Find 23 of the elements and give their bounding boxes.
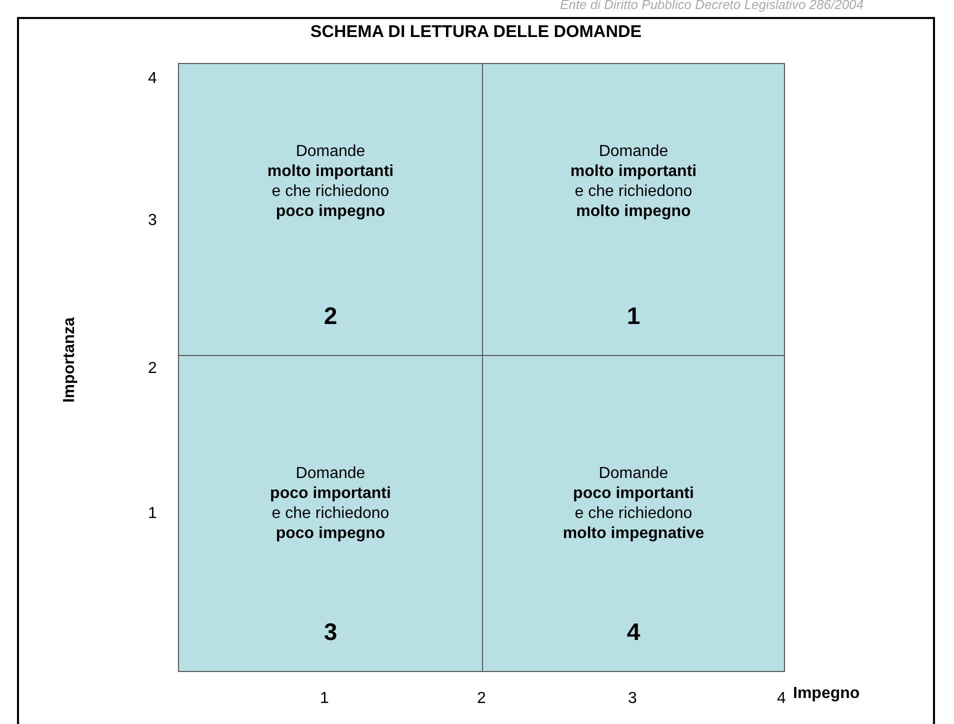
- quadrant-box: [482, 355, 785, 672]
- tick-label: 4: [777, 690, 786, 708]
- tick-label: 3: [628, 690, 637, 708]
- quadrant-number: 4: [626, 619, 640, 647]
- quadrant-box: [178, 63, 483, 356]
- axis-title: Impegno: [793, 685, 860, 703]
- quadrant-box: [482, 63, 785, 356]
- quadrant-number: 2: [324, 303, 338, 331]
- quadrant-description: Domande molto importanti e che richiedono poco impegno: [267, 142, 394, 222]
- axis-title: Importanza: [61, 317, 79, 403]
- quadrant-number: 1: [626, 303, 640, 331]
- tick-label: 1: [148, 505, 157, 523]
- diagram-title: SCHEMA DI LETTURA DELLE DOMANDE: [309, 22, 643, 42]
- quadrant-description: Domande poco importanti e che richiedono molto impegnative: [562, 464, 704, 544]
- quadrant-description: Domande poco importanti e che richiedono poco impegno: [270, 464, 391, 544]
- tick-label: 2: [477, 690, 486, 708]
- quadrant-box: [178, 355, 483, 672]
- tick-label: 1: [320, 690, 329, 708]
- quadrant-number: 3: [324, 619, 338, 647]
- tick-label: 2: [148, 360, 157, 378]
- tick-label: 4: [148, 70, 157, 88]
- quadrant-description: Domande molto importanti e che richiedono molto impegno: [570, 142, 697, 222]
- tick-label: 3: [148, 212, 157, 230]
